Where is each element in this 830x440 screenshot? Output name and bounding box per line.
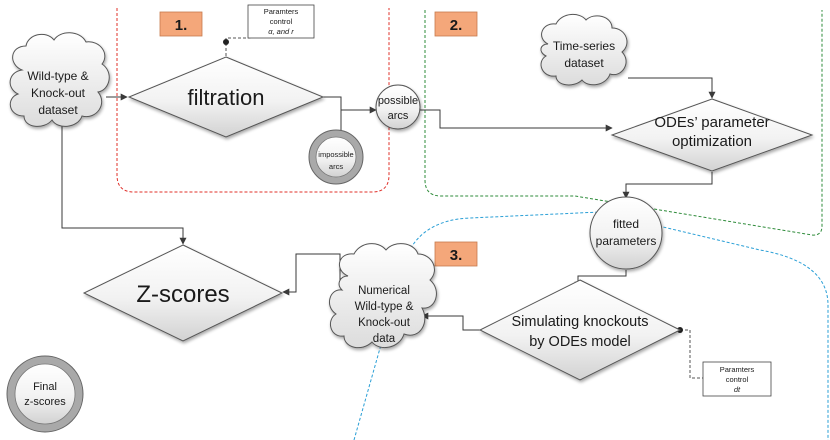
time-series-line2: dataset (564, 56, 604, 70)
param-anchor-filtration (223, 39, 229, 45)
wild-type-dataset-line3: dataset (38, 103, 78, 117)
phase-label-2: 2. (450, 17, 463, 34)
phase-badge-3: 3. (434, 241, 478, 267)
numerical-data-line2: Wild-type & (355, 301, 414, 313)
fitted-parameters-line1: fitted (613, 217, 639, 231)
possible-arcs-line1: possible (378, 95, 418, 107)
edge-numerical-to-zscores (282, 253, 341, 296)
z-scores-label: Z-scores (136, 281, 229, 308)
ode-optimization-line1: ODEs’ parameter (654, 114, 769, 131)
fitted-parameters-line2: parameters (596, 234, 657, 248)
impossible-arcs-line1: impossible (318, 150, 353, 159)
phase-label-1: 1. (175, 17, 188, 34)
param-note-filtration: Paramters control α, and r (247, 4, 315, 39)
final-z-scores-line2: z-scores (24, 396, 66, 408)
final-z-scores-node (6, 355, 84, 433)
edge-dataset-to-zscores (61, 126, 187, 245)
edge-timeseries-to-optimization (628, 77, 716, 99)
svg-text:control: control (726, 375, 749, 384)
edge-possible-to-optimization (420, 109, 613, 132)
filtration-label: filtration (187, 85, 264, 110)
filtration-diamond (127, 56, 325, 138)
edge-simulation-to-numerical (421, 312, 482, 331)
z-scores-diamond (82, 244, 284, 342)
numerical-data-cloud (328, 243, 437, 349)
simulating-knockouts-diamond (478, 279, 682, 381)
numerical-data-line1: Numerical (358, 285, 410, 297)
ode-optimization-diamond (610, 98, 814, 172)
edge-filtration-to-possible (322, 96, 377, 114)
possible-arcs-line2: arcs (388, 110, 409, 122)
phase3-boundary (353, 211, 829, 440)
phase-badge-2: 2. (434, 11, 478, 37)
impossible-arcs-node (308, 129, 364, 185)
wild-type-dataset-line2: Knock-out (31, 86, 86, 100)
numerical-data-line3: Knock-out (358, 317, 411, 329)
wild-type-dataset-line1: Wild-type & (27, 69, 88, 83)
time-series-line1: Time-series (553, 39, 615, 53)
wild-type-dataset-cloud (9, 32, 110, 127)
numerical-data-line4: data (373, 333, 396, 345)
time-series-dataset-cloud (540, 14, 628, 86)
svg-text:Paramters: Paramters (720, 365, 755, 374)
phase1-boundary (116, 8, 390, 193)
svg-text:α, and r: α, and r (268, 27, 294, 36)
svg-text:Paramters: Paramters (264, 7, 299, 16)
svg-text:control: control (270, 17, 293, 26)
simulating-knockouts-line1: Simulating knockouts (511, 314, 648, 330)
svg-text:dt: dt (734, 385, 741, 394)
fitted-parameters-node (589, 196, 663, 270)
phase-label-3: 3. (450, 247, 463, 264)
impossible-arcs-line2: arcs (329, 162, 343, 171)
possible-arcs-node (375, 84, 421, 130)
simulating-knockouts-line2: by ODEs model (529, 334, 631, 350)
phase-badge-1: 1. (159, 11, 203, 37)
param-note-simulation: Paramters control dt (702, 361, 772, 397)
connectors (61, 77, 716, 331)
final-z-scores-line1: Final (33, 381, 57, 393)
ode-optimization-line2: optimization (672, 133, 752, 150)
phase2-boundary (424, 10, 823, 236)
edge-optimization-to-fitted (622, 172, 713, 199)
